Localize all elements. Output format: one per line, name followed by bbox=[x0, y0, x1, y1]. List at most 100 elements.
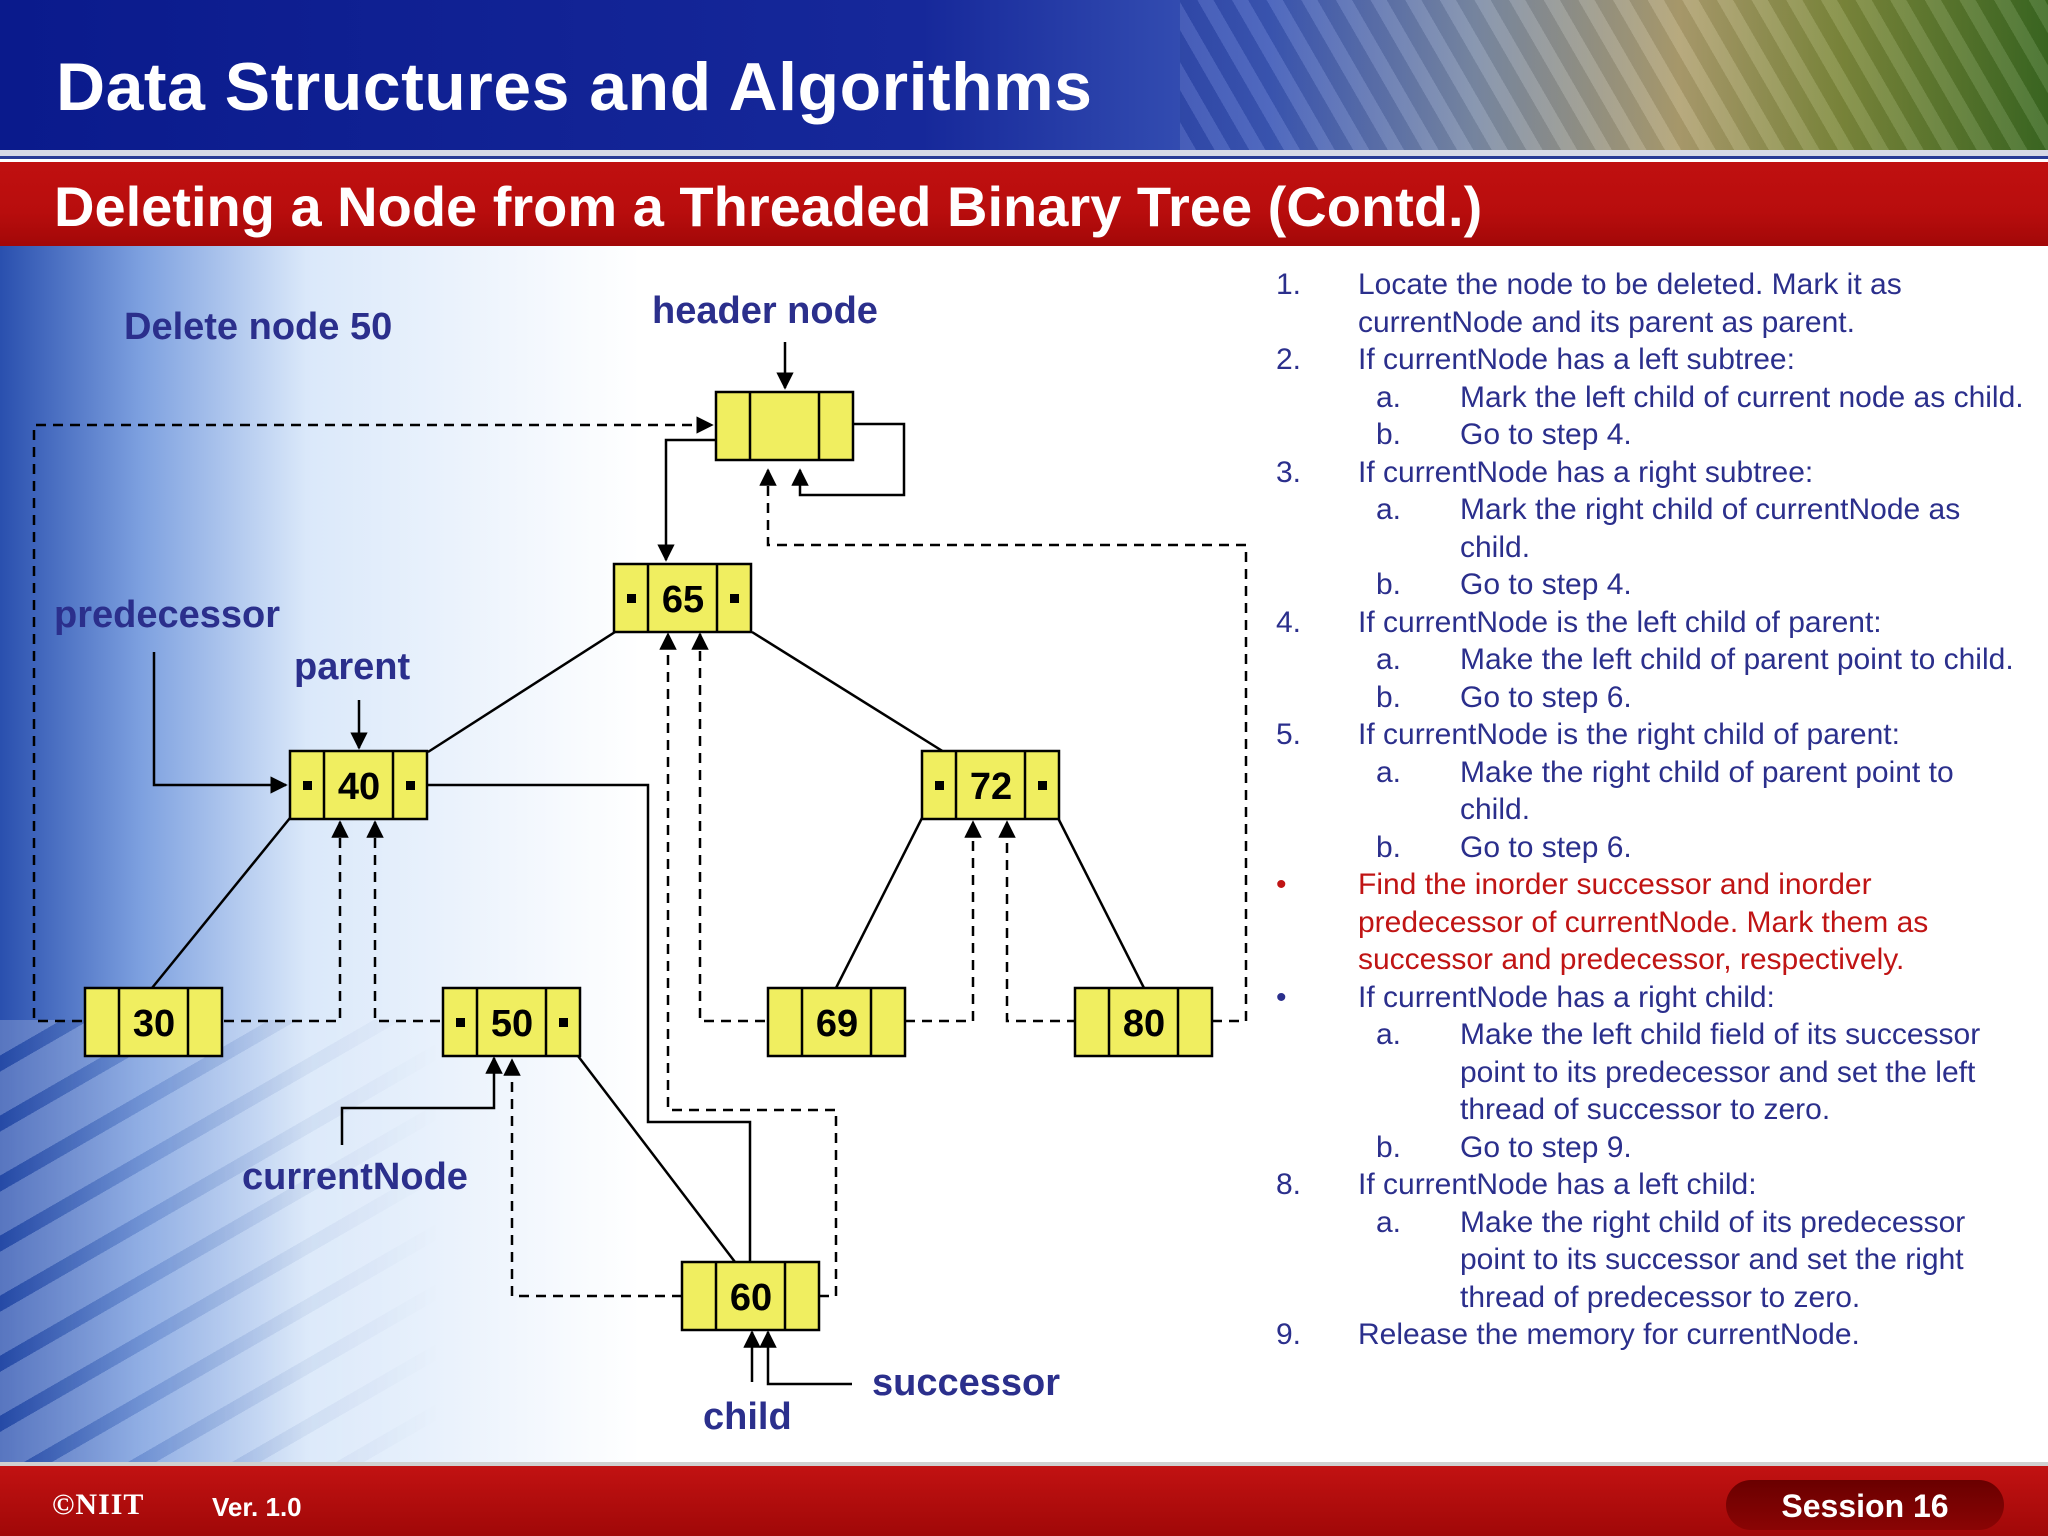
header-self-loop bbox=[791, 422, 906, 497]
thread-69-65 bbox=[691, 632, 765, 1023]
thread-30-header bbox=[32, 416, 714, 1023]
step-number: a. bbox=[1376, 755, 1402, 789]
step-item: b. Go to step 9. bbox=[1270, 1129, 2030, 1167]
pointer-successor bbox=[759, 1330, 852, 1386]
step-text: If currentNode is the right child of par… bbox=[1358, 718, 1900, 751]
step-number: 5. bbox=[1276, 718, 1302, 751]
node-30: 30 bbox=[83, 986, 224, 1058]
pointer-current-node bbox=[340, 1056, 503, 1145]
pointer-predecessor bbox=[152, 652, 288, 794]
step-item-highlighted: • Find the inorder successor and inorder … bbox=[1270, 866, 2030, 979]
step-text: Make the right child of parent point to … bbox=[1460, 755, 1954, 827]
footer-band bbox=[0, 1466, 2048, 1536]
step-text: Go to step 6. bbox=[1460, 830, 1632, 864]
node-value: 72 bbox=[970, 766, 1012, 808]
step-number: b. bbox=[1376, 830, 1402, 864]
step-text: Go to step 6. bbox=[1460, 680, 1632, 714]
footer-rule bbox=[0, 1462, 2048, 1466]
step-item: 3.If currentNode has a right subtree: bbox=[1270, 454, 2030, 492]
step-number: 8. bbox=[1276, 1168, 1302, 1201]
step-text: If currentNode is the left child of pare… bbox=[1358, 605, 1882, 639]
step-number: 4. bbox=[1276, 605, 1302, 639]
step-text: Make the left child of parent point to c… bbox=[1460, 643, 2014, 676]
node-value: 65 bbox=[662, 579, 704, 621]
thread-links bbox=[32, 416, 1248, 1298]
node-value: 60 bbox=[730, 1277, 772, 1319]
node-65: 65 bbox=[612, 562, 753, 634]
step-item: a. Make the right child of parent point t… bbox=[1270, 754, 2030, 829]
step-item: 8. If currentNode has a left child: bbox=[1270, 1166, 2030, 1204]
label-pointers bbox=[152, 342, 852, 1386]
edge-header-65 bbox=[657, 438, 722, 562]
step-text: Mark the right child of currentNode as c… bbox=[1460, 493, 1961, 564]
step-text: If currentNode has a left subtree: bbox=[1358, 343, 1795, 376]
edge-65-72 bbox=[751, 630, 945, 754]
step-item: a. Mark the left child of current node as… bbox=[1270, 379, 2030, 417]
step-item: b.Go to step 4. bbox=[1270, 416, 2030, 454]
node-69: 69 bbox=[766, 986, 907, 1058]
title-band-photo bbox=[1180, 0, 2048, 150]
thread-69-72 bbox=[905, 820, 982, 1023]
step-number: 2. bbox=[1276, 343, 1302, 376]
step-bullet: • bbox=[1276, 868, 1287, 901]
edge-40-30 bbox=[151, 817, 291, 989]
step-text: If currentNode has a right child: bbox=[1358, 980, 1775, 1014]
step-text: Make the right child of its predecessor … bbox=[1460, 1205, 1966, 1314]
step-text: Go to step 4. bbox=[1460, 568, 1632, 601]
node-60: 60 bbox=[680, 1260, 821, 1332]
step-text: Make the left child field of its success… bbox=[1460, 1018, 1981, 1126]
tree-edges bbox=[151, 422, 1146, 1263]
step-number: b. bbox=[1376, 568, 1402, 601]
step-item: a.Make the left child of parent point to… bbox=[1270, 641, 2030, 679]
step-text: Go to step 9. bbox=[1460, 1130, 1632, 1164]
node-value: 40 bbox=[338, 766, 380, 808]
thread-80-72 bbox=[998, 820, 1077, 1023]
background-keyboard-image bbox=[0, 246, 640, 1462]
step-number: 9. bbox=[1276, 1318, 1302, 1351]
diagram-caption: Delete node 50 bbox=[124, 306, 393, 348]
slide-title: Deleting a Node from a Threaded Binary T… bbox=[54, 175, 1483, 238]
background-keys-pattern bbox=[0, 1020, 440, 1462]
thread-60-65 bbox=[659, 632, 838, 1298]
session-label: Session 16 bbox=[1781, 1488, 1949, 1524]
step-text: If currentNode has a left child: bbox=[1358, 1168, 1757, 1201]
step-item: b. Go to step 6. bbox=[1270, 829, 2030, 867]
algorithm-steps: 1. Locate the node to be deleted. Mark it… bbox=[1270, 266, 2030, 1354]
step-item: 5. If currentNode is the right child of p… bbox=[1270, 716, 2030, 754]
step-number: a. bbox=[1376, 493, 1402, 526]
step-text: Find the inorder successor and inorder p… bbox=[1358, 868, 1929, 976]
step-item: 1. Locate the node to be deleted. Mark it… bbox=[1270, 266, 2030, 341]
thread-50-40 bbox=[366, 820, 440, 1023]
subtitle-band bbox=[0, 162, 2048, 246]
node-40: 40 bbox=[288, 749, 429, 821]
node-value: 30 bbox=[133, 1003, 175, 1045]
step-text: Mark the left child of current node as c… bbox=[1460, 380, 2024, 414]
step-item: a. Mark the right child of currentNode as… bbox=[1270, 491, 2030, 566]
step-item: a. Make the right child of its predecesso… bbox=[1270, 1204, 2030, 1317]
label-header-node: header node bbox=[652, 290, 878, 332]
band-rule bbox=[0, 156, 2048, 159]
course-title: Data Structures and Algorithms bbox=[56, 49, 1093, 125]
step-item: 2. If currentNode has a left subtree: bbox=[1270, 341, 2030, 379]
edge-40-new-right bbox=[427, 783, 752, 1262]
title-band bbox=[0, 0, 2048, 150]
step-number: 1. bbox=[1276, 268, 1302, 301]
step-item: 4. If currentNode is the left child of pa… bbox=[1270, 604, 2030, 642]
step-item: a. Make the left child field of its succe… bbox=[1270, 1016, 2030, 1129]
step-number: b. bbox=[1376, 680, 1402, 714]
step-text: If currentNode has a right subtree: bbox=[1358, 455, 1814, 489]
step-number: a. bbox=[1376, 1205, 1402, 1239]
thread-30-40 bbox=[224, 820, 349, 1023]
threaded-tree-diagram: 65 40 72 30 bbox=[0, 246, 1260, 1462]
session-badge bbox=[1726, 1480, 2004, 1530]
step-text: Go to step 4. bbox=[1460, 418, 1632, 451]
step-number: a. bbox=[1376, 1018, 1402, 1051]
niit-logo: ©NIIT bbox=[52, 1488, 145, 1521]
tree-svg: 65 40 72 30 bbox=[32, 342, 1248, 1386]
step-text: Locate the node to be deleted. Mark it a… bbox=[1358, 268, 1902, 339]
step-number: b. bbox=[1376, 1130, 1402, 1164]
step-text: Release the memory for currentNode. bbox=[1358, 1318, 1860, 1351]
step-number: a. bbox=[1376, 380, 1402, 414]
step-item: •If currentNode has a right child: bbox=[1270, 979, 2030, 1017]
